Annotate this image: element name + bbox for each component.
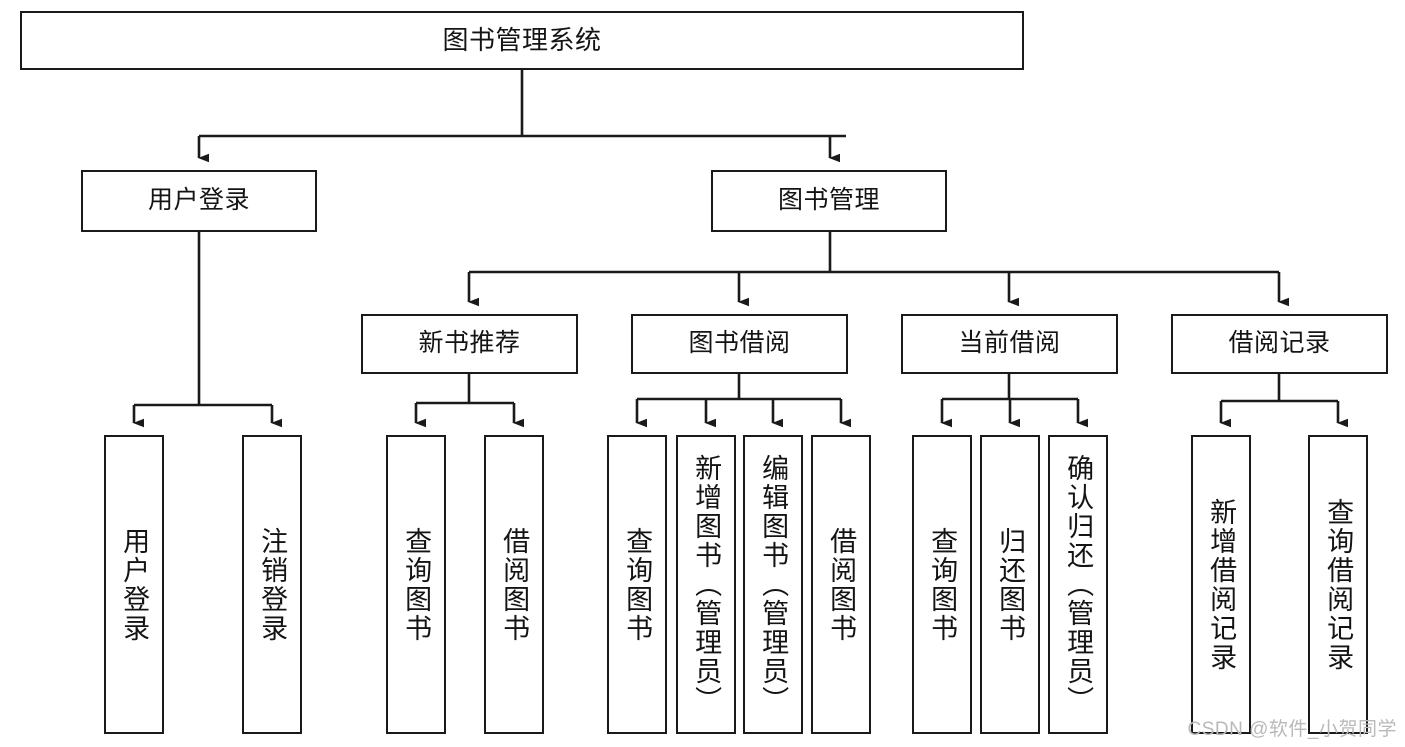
leaf-label: 查询图书 [927,526,958,643]
node-current-borrow-label: 当前借阅 [958,329,1061,358]
leaf-label: 确认归还（管理员） [1063,454,1094,715]
node-new-book-recommend-label: 新书推荐 [418,329,521,358]
leaf-user-login-logout[interactable]: 注销登录 [242,435,302,734]
leaf-new-book-borrow[interactable]: 借阅图书 [484,435,544,734]
node-book-borrow-label: 图书借阅 [688,329,791,358]
leaf-current-borrow-query[interactable]: 查询图书 [912,435,972,734]
leaf-new-book-query[interactable]: 查询图书 [386,435,446,734]
leaf-label: 注销登录 [257,526,288,643]
node-user-login[interactable]: 用户登录 [81,170,317,232]
leaf-borrow-record-query[interactable]: 查询借阅记录 [1308,435,1368,734]
leaf-label: 编辑图书（管理员） [758,454,789,715]
node-root[interactable]: 图书管理系统 [20,11,1024,70]
node-book-borrow[interactable]: 图书借阅 [631,314,848,374]
leaf-user-login-login[interactable]: 用户登录 [104,435,164,734]
node-borrow-record[interactable]: 借阅记录 [1171,314,1388,374]
node-user-login-label: 用户登录 [147,186,250,215]
leaf-label: 查询借阅记录 [1323,497,1354,672]
leaf-label: 借阅图书 [826,526,857,643]
leaf-borrow-record-add[interactable]: 新增借阅记录 [1191,435,1251,734]
node-new-book-recommend[interactable]: 新书推荐 [361,314,578,374]
leaf-label: 查询图书 [622,526,653,643]
leaf-label: 归还图书 [995,526,1026,643]
leaf-current-borrow-return[interactable]: 归还图书 [980,435,1040,734]
leaf-label: 借阅图书 [499,526,530,643]
leaf-book-borrow-add[interactable]: 新增图书（管理员） [676,435,736,734]
leaf-label: 新增图书（管理员） [691,454,722,715]
node-borrow-record-label: 借阅记录 [1228,329,1331,358]
node-book-management[interactable]: 图书管理 [711,170,947,232]
leaf-label: 用户登录 [119,526,150,643]
node-root-label: 图书管理系统 [442,25,602,56]
leaf-current-borrow-confirm[interactable]: 确认归还（管理员） [1048,435,1108,734]
leaf-book-borrow-borrow[interactable]: 借阅图书 [811,435,871,734]
node-book-management-label: 图书管理 [777,186,880,215]
leaf-label: 查询图书 [401,526,432,643]
node-current-borrow[interactable]: 当前借阅 [901,314,1118,374]
leaf-book-borrow-query[interactable]: 查询图书 [607,435,667,734]
leaf-book-borrow-edit[interactable]: 编辑图书（管理员） [743,435,803,734]
leaf-label: 新增借阅记录 [1206,497,1237,672]
